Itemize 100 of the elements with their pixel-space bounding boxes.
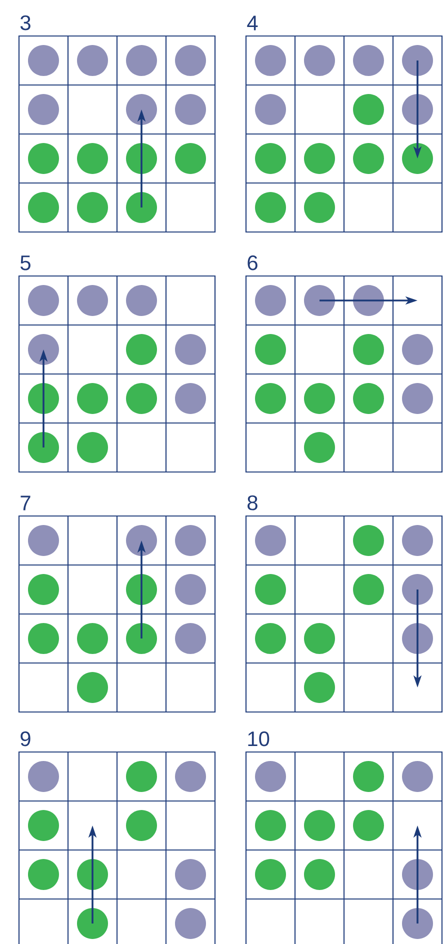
dot: [28, 761, 59, 792]
dot: [28, 192, 59, 223]
dot: [175, 908, 206, 939]
dot: [175, 383, 206, 414]
dot: [353, 810, 384, 841]
dot: [77, 908, 108, 939]
node-label: 3: [20, 15, 30, 30]
dot: [402, 623, 433, 654]
dot: [402, 143, 433, 174]
dot: [353, 143, 384, 174]
dot: [304, 623, 335, 654]
dot: [28, 623, 59, 654]
dot: [28, 94, 59, 125]
grid-panel: 6: [245, 255, 443, 473]
dot: [255, 192, 286, 223]
dot: [28, 810, 59, 841]
dot: [255, 285, 286, 316]
node-label: 6: [248, 255, 258, 270]
dot: [126, 192, 157, 223]
dot: [77, 192, 108, 223]
dot: [28, 525, 59, 556]
dot: [353, 94, 384, 125]
dot: [402, 525, 433, 556]
dot: [28, 383, 59, 414]
dot: [304, 285, 335, 316]
dot: [77, 623, 108, 654]
dot: [126, 761, 157, 792]
grid-panel: 3: [18, 15, 216, 233]
node-label: 7: [20, 496, 30, 510]
dot: [402, 574, 433, 605]
grid-panel: 10: [245, 731, 443, 944]
dot: [402, 383, 433, 414]
dot: [353, 525, 384, 556]
dot: [175, 334, 206, 365]
node-label: 4: [247, 16, 258, 30]
dot: [126, 45, 157, 76]
dot: [77, 143, 108, 174]
dot: [255, 143, 286, 174]
dot: [255, 383, 286, 414]
dot: [28, 334, 59, 365]
dot: [126, 94, 157, 125]
dot: [126, 574, 157, 605]
dot: [402, 859, 433, 890]
dot: [353, 285, 384, 316]
dot: [126, 525, 157, 556]
dot: [402, 761, 433, 792]
node-label: 5: [20, 256, 30, 270]
dot: [126, 285, 157, 316]
dot: [175, 94, 206, 125]
dot: [77, 859, 108, 890]
dot: [255, 859, 286, 890]
grid-panel: 5: [18, 256, 216, 473]
dot: [255, 94, 286, 125]
dot: [353, 334, 384, 365]
dot: [77, 45, 108, 76]
dot: [77, 383, 108, 414]
dot: [402, 334, 433, 365]
dot: [255, 574, 286, 605]
node-label: 10: [248, 731, 270, 746]
dot: [175, 525, 206, 556]
dot: [126, 623, 157, 654]
node-label: 8: [248, 495, 258, 510]
dot: [255, 761, 286, 792]
dot: [304, 143, 335, 174]
grid-panel: 9: [18, 731, 216, 944]
dot: [304, 810, 335, 841]
dot: [175, 143, 206, 174]
dot: [77, 672, 108, 703]
dot: [28, 432, 59, 463]
dot: [126, 143, 157, 174]
dot: [77, 285, 108, 316]
dot: [175, 574, 206, 605]
dot: [126, 334, 157, 365]
dot: [304, 432, 335, 463]
dot: [28, 45, 59, 76]
dot: [175, 623, 206, 654]
dot: [28, 574, 59, 605]
dot: [28, 143, 59, 174]
grid-panel: 8: [245, 495, 443, 713]
dot: [255, 45, 286, 76]
node-label: 9: [20, 731, 30, 746]
dot: [175, 859, 206, 890]
dot: [304, 45, 335, 76]
dot: [255, 525, 286, 556]
dot: [255, 334, 286, 365]
grid-panel: 7: [18, 496, 216, 713]
dot: [304, 383, 335, 414]
dot: [255, 623, 286, 654]
dot: [353, 574, 384, 605]
dot: [304, 859, 335, 890]
dot: [402, 45, 433, 76]
dot: [304, 192, 335, 223]
dot: [255, 810, 286, 841]
dot: [353, 761, 384, 792]
dot: [353, 45, 384, 76]
dot: [175, 45, 206, 76]
dot: [28, 285, 59, 316]
dot: [126, 383, 157, 414]
dot: [402, 94, 433, 125]
dot: [126, 810, 157, 841]
